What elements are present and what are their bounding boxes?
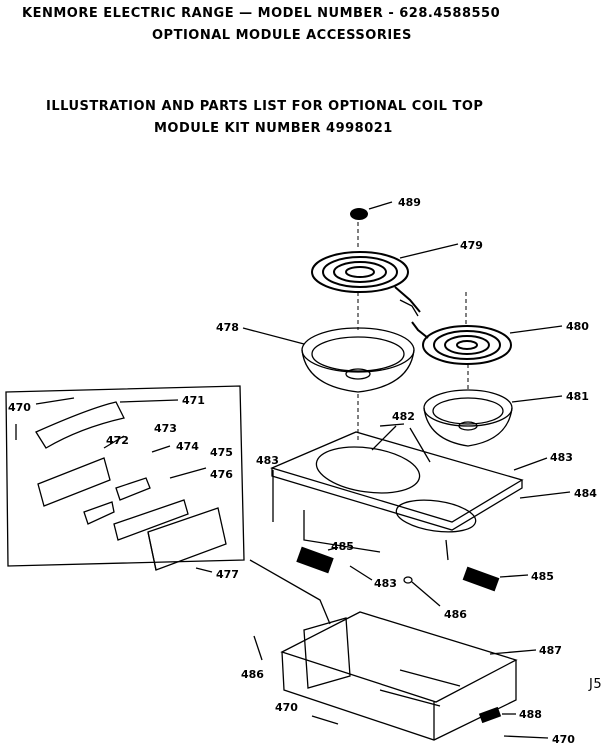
callout-489: 489 bbox=[398, 196, 421, 209]
callout-486-low: 486 bbox=[241, 668, 264, 681]
callout-478: 478 bbox=[216, 321, 239, 334]
callout-474: 474 bbox=[176, 440, 199, 453]
part-487-burner-box bbox=[280, 611, 518, 741]
part-489-cap bbox=[350, 208, 368, 220]
part-485-terminal-block-left bbox=[296, 546, 334, 574]
part-484-cooktop-plate bbox=[270, 431, 524, 561]
callout-483-right: 483 bbox=[550, 451, 573, 464]
callout-487: 487 bbox=[539, 644, 562, 657]
callout-471: 471 bbox=[182, 394, 205, 407]
part-485-terminal-block-right bbox=[462, 566, 500, 592]
callout-484: 484 bbox=[574, 487, 597, 500]
control-module-inset bbox=[5, 385, 245, 571]
callout-470-right: 470 bbox=[552, 733, 575, 746]
page-subtitle: OPTIONAL MODULE ACCESSORIES bbox=[152, 28, 412, 43]
page-code: J5 bbox=[589, 677, 603, 692]
callout-485-left: 485 bbox=[331, 540, 354, 553]
part-479-coil-element bbox=[311, 251, 421, 317]
page-title: KENMORE ELECTRIC RANGE — MODEL NUMBER - … bbox=[22, 6, 501, 21]
callout-473: 473 bbox=[154, 422, 177, 435]
callout-470-bottom: 470 bbox=[275, 701, 298, 714]
part-481-drip-bowl bbox=[423, 389, 513, 447]
callout-483-left: 483 bbox=[256, 454, 279, 467]
callout-485-right: 485 bbox=[531, 570, 554, 583]
callout-486-mid: 486 bbox=[444, 608, 467, 621]
callout-488: 488 bbox=[519, 708, 542, 721]
part-480-coil-element bbox=[411, 321, 512, 365]
callout-472: 472 bbox=[106, 434, 129, 447]
callout-475: 475 bbox=[210, 446, 233, 459]
callout-483-mid: 483 bbox=[374, 577, 397, 590]
callout-477: 477 bbox=[216, 568, 239, 581]
callout-479: 479 bbox=[460, 239, 483, 252]
callout-470-top: 470 bbox=[8, 401, 31, 414]
section-title: ILLUSTRATION AND PARTS LIST FOR OPTIONAL… bbox=[46, 99, 484, 114]
kit-number-title: MODULE KIT NUMBER 4998021 bbox=[154, 121, 393, 136]
callout-481: 481 bbox=[566, 390, 589, 403]
part-488-bracket bbox=[478, 706, 502, 724]
callout-480: 480 bbox=[566, 320, 589, 333]
part-478-drip-bowl bbox=[301, 327, 415, 393]
callout-482: 482 bbox=[392, 410, 415, 423]
callout-476: 476 bbox=[210, 468, 233, 481]
